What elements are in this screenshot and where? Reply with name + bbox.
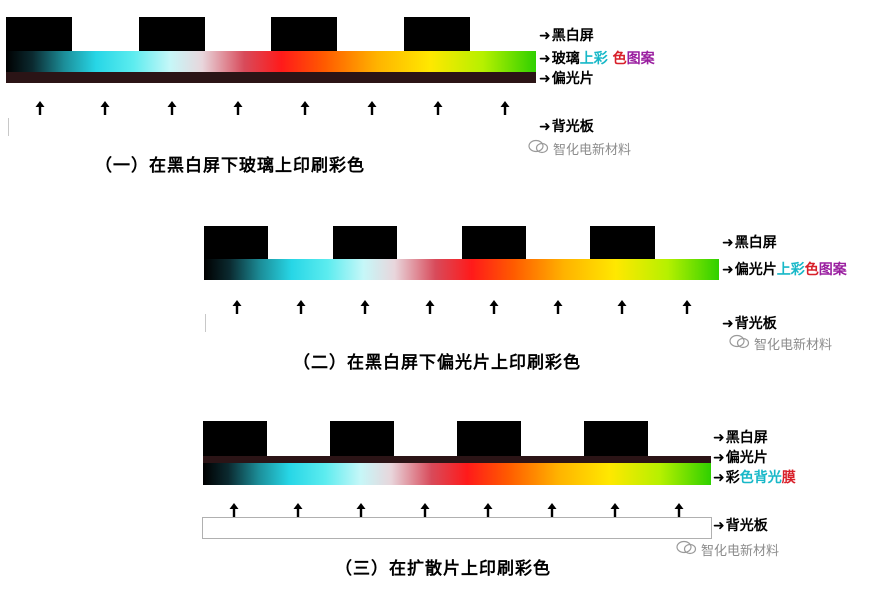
label-backlight: ➜背光板 <box>722 316 777 332</box>
arrow-up-icon <box>547 502 557 517</box>
caption-1: （一）在黑白屏下玻璃上印刷彩色 <box>95 156 365 176</box>
watermark: 智化电新材料 <box>728 333 832 353</box>
watermark: 智化电新材料 <box>527 138 631 158</box>
label-polarizer: ➜偏光片 <box>713 450 768 466</box>
arrow-up-icon <box>489 299 499 314</box>
arrow-right-icon: ➜ <box>713 518 725 534</box>
wechat-watermark-icon <box>527 138 549 158</box>
arrow-up-icon <box>300 100 310 115</box>
label-backlight: ➜背光板 <box>539 119 594 135</box>
arrow-up-icon <box>610 502 620 517</box>
label-black-white-screen: ➜黑白屏 <box>722 235 777 251</box>
arrow-up-icon <box>483 502 493 517</box>
arrow-up-icon <box>425 299 435 314</box>
label-color-backlight-film: ➜彩色背光膜 <box>713 470 796 486</box>
watermark: 智化电新材料 <box>675 539 779 559</box>
caption-3: （三）在扩散片上印刷彩色 <box>335 559 551 579</box>
label-glass-printed-pattern: ➜玻璃上彩 色图案 <box>539 51 655 67</box>
arrow-up-icon <box>367 100 377 115</box>
color-gradient-polarizer-layer <box>204 259 719 280</box>
arrow-up-icon <box>100 100 110 115</box>
label-black-white-screen: ➜黑白屏 <box>713 430 768 446</box>
arrow-up-icon <box>617 299 627 314</box>
polarizer-layer <box>6 72 536 83</box>
backlight-plate <box>202 517 712 539</box>
color-gradient-layer <box>6 51 536 72</box>
arrow-up-icon <box>296 299 306 314</box>
arrow-right-icon: ➜ <box>722 262 734 278</box>
label-polarizer: ➜偏光片 <box>539 71 594 87</box>
arrow-right-icon: ➜ <box>713 470 725 486</box>
color-backlight-film-layer <box>203 463 711 485</box>
arrow-up-icon <box>674 502 684 517</box>
backlight-edge <box>8 118 9 136</box>
arrow-right-icon: ➜ <box>539 119 551 135</box>
wechat-watermark-icon <box>675 539 697 559</box>
arrow-right-icon: ➜ <box>713 430 725 446</box>
arrow-right-icon: ➜ <box>539 71 551 87</box>
label-black-white-screen: ➜黑白屏 <box>539 28 594 44</box>
arrow-up-icon <box>293 502 303 517</box>
arrow-up-icon <box>356 502 366 517</box>
arrow-right-icon: ➜ <box>539 51 551 67</box>
black-white-stripes <box>203 421 711 456</box>
backlight-edge <box>205 314 206 332</box>
arrow-up-icon <box>433 100 443 115</box>
arrow-right-icon: ➜ <box>539 28 551 44</box>
arrow-up-icon <box>500 100 510 115</box>
arrow-right-icon: ➜ <box>713 450 725 466</box>
arrow-up-icon <box>229 502 239 517</box>
arrow-up-icon <box>35 100 45 115</box>
arrow-up-icon <box>682 299 692 314</box>
arrow-right-icon: ➜ <box>722 235 734 251</box>
arrow-up-icon <box>167 100 177 115</box>
label-backlight: ➜背光板 <box>713 518 768 534</box>
wechat-watermark-icon <box>728 333 750 353</box>
arrow-up-icon <box>420 502 430 517</box>
arrow-right-icon: ➜ <box>722 316 734 332</box>
black-white-stripes <box>6 17 536 51</box>
arrow-up-icon <box>553 299 563 314</box>
arrow-up-icon <box>233 100 243 115</box>
arrow-up-icon <box>232 299 242 314</box>
caption-2: （二）在黑白屏下偏光片上印刷彩色 <box>293 353 581 373</box>
black-white-stripes <box>204 226 719 259</box>
polarizer-layer <box>203 456 711 463</box>
label-polarizer-printed-pattern: ➜偏光片上彩色图案 <box>722 262 847 278</box>
arrow-up-icon <box>360 299 370 314</box>
